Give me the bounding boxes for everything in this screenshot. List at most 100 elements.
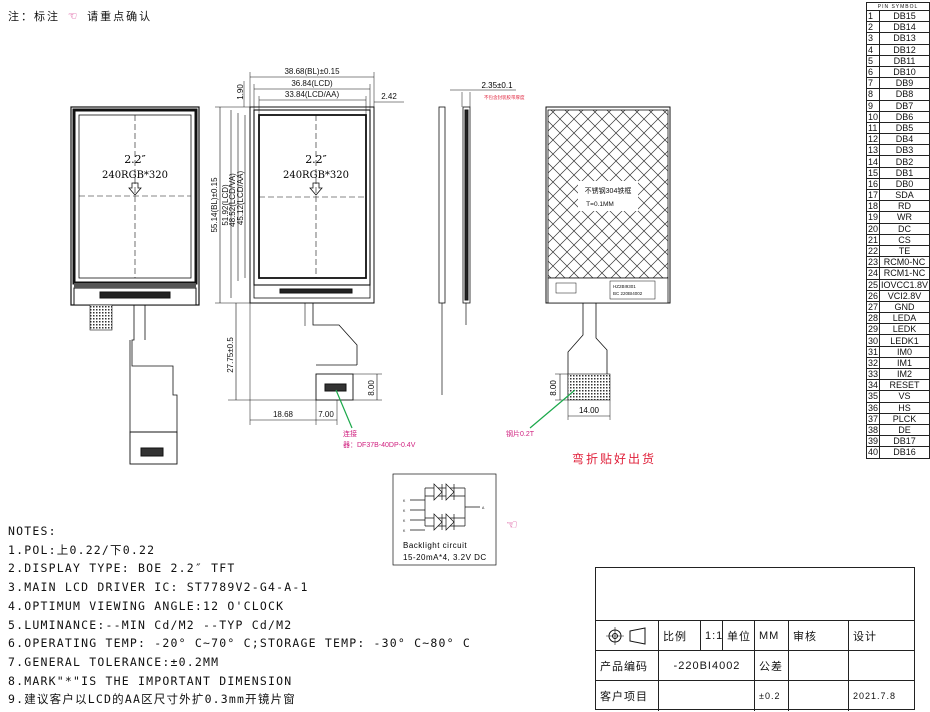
dim-conn-height: 8.00 — [367, 380, 376, 396]
notes-block: NOTES: 1.POL:上0.22/下0.22 2.DISPLAY TYPE: … — [8, 522, 471, 709]
pin-symbol: DB6 — [879, 110, 930, 123]
header-note-label: 注：标注 — [8, 10, 60, 23]
pin-number: 30 — [865, 334, 881, 347]
tolerance-value: ±0.2 — [754, 681, 793, 711]
projection-icon — [606, 627, 646, 645]
svg-text:K: K — [403, 499, 406, 503]
note-item: 7.GENERAL TOLERANCE:±0.2MM — [8, 654, 220, 669]
pin-number: 38 — [865, 423, 881, 437]
back-view — [545, 106, 671, 420]
design-label: 设计 — [848, 621, 916, 651]
pin-symbol: LEDA — [879, 312, 930, 325]
title-row-customer: 客户项目 ±0.2 2021.7.8 — [596, 680, 914, 711]
backlight-circuit — [392, 473, 497, 566]
pin-number: 5 — [865, 54, 881, 67]
front-panel-resolution: 240RGB*320 — [283, 170, 349, 181]
dim-fpc-offset: 18.68 — [273, 410, 294, 419]
pin-symbol: DB11 — [879, 54, 930, 67]
dim-right: 2.42 — [381, 92, 397, 101]
pin-symbol: DB3 — [879, 144, 930, 157]
dim-stiffener-h: 8.00 — [549, 380, 558, 396]
header-note-suffix: 请重点确认 — [87, 10, 153, 23]
note-item: 9.建议客户以LCD的AA区尺寸外扩0.3mm开镜片窗 — [8, 692, 296, 707]
dim-fpc-width: 7.00 — [318, 410, 334, 419]
pin-number: 39 — [865, 435, 881, 448]
pin-symbol: DB16 — [879, 446, 930, 459]
pin-number: 16 — [865, 177, 881, 191]
front-arrow-icon — [309, 182, 323, 196]
pin-symbol: DB10 — [879, 65, 930, 79]
left-arrow-icon — [128, 182, 142, 196]
pin-number: 7 — [865, 77, 881, 90]
pin-symbol: DB13 — [879, 32, 930, 45]
pin-symbol: VCI2.8V — [879, 289, 930, 302]
dim-width-bl: 38.68(BL)±0.15 — [284, 67, 340, 76]
pin-symbol: WR — [879, 211, 930, 224]
svg-text:K: K — [403, 529, 406, 533]
customer-label: 客户项目 — [600, 691, 648, 703]
pin-number: 6 — [865, 65, 881, 79]
connector-callout: 器：DF37B-40DP-0.4V — [343, 441, 416, 449]
pin-number: 24 — [865, 267, 881, 280]
pin-symbol: CS — [879, 233, 930, 246]
tolerance-label: 公差 — [754, 651, 793, 681]
note-item: 8.MARK"*"IS THE IMPORTANT DIMENSION — [8, 673, 293, 688]
title-row-scale: 比例 1:1 单位 MM 审核 设计 — [596, 620, 914, 651]
connector-callout-prefix: 连接 — [343, 429, 357, 438]
pin-symbol: TE — [879, 244, 930, 258]
title-block: 比例 1:1 单位 MM 审核 设计 产品编码 -220BI4002 公差 客户… — [595, 567, 915, 711]
svg-text:A: A — [482, 506, 485, 510]
pin-symbol: DB9 — [879, 77, 930, 90]
bend-callout: 弯折贴好出货 — [572, 451, 656, 466]
dim-width-lcd: 36.84(LCD) — [291, 79, 333, 88]
dim-thickness: 2.35±0.1 — [481, 81, 513, 90]
notes-heading: NOTES: — [8, 524, 57, 538]
backlight-pointer-icon: ☜ — [506, 517, 518, 532]
pin-number: 19 — [865, 211, 881, 224]
note-item: 2.DISPLAY TYPE: BOE 2.2″ TFT — [8, 561, 236, 576]
svg-text:K: K — [403, 509, 406, 513]
pin-number: 26 — [865, 289, 881, 302]
pin-number: 40 — [865, 446, 881, 459]
pin-symbol: DB12 — [879, 43, 930, 56]
svg-text:K: K — [403, 519, 406, 523]
review-label: 审核 — [788, 621, 853, 651]
note-item: 1.POL:上0.22/下0.22 — [8, 542, 156, 557]
pin-symbol: IM2 — [879, 367, 930, 381]
pin-symbol: GND — [879, 300, 930, 314]
pin-table-header: PIN SYMBOL — [865, 2, 930, 11]
pin-number: 8 — [865, 88, 881, 101]
backlight-title: Backlight circuit — [403, 541, 467, 550]
pin-number: 11 — [865, 121, 881, 135]
pointing-hand-icon: ☜ — [68, 9, 79, 24]
scale-label: 比例 — [658, 621, 705, 651]
pin-symbol: DB4 — [879, 133, 930, 146]
back-sticker-line2: BC 220BI4002 — [613, 291, 643, 296]
dim-width-aa: 33.84(LCD/AA) — [285, 90, 340, 99]
header-note: 注：标注 ☜ 请重点确认 — [8, 8, 152, 24]
thickness-note: 不包含封装胶带厚度 — [484, 94, 525, 101]
pin-number: 37 — [865, 412, 881, 425]
pin-number: 36 — [865, 401, 881, 414]
